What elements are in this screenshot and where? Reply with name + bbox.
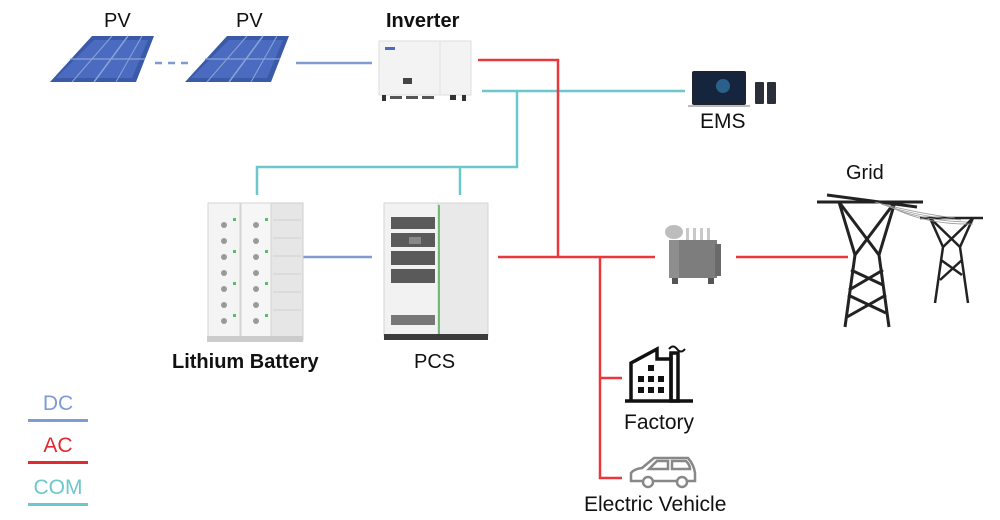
pv1-label: PV <box>104 10 131 32</box>
factory-label: Factory <box>624 411 695 434</box>
pv2-label: PV <box>236 10 263 32</box>
legend-ac-line <box>28 461 88 464</box>
ac-wire-loads <box>598 257 622 480</box>
car-icon <box>629 456 697 489</box>
ems-label: EMS <box>700 110 746 133</box>
pcs-label: PCS <box>414 351 456 373</box>
factory-icon <box>625 345 693 403</box>
inverter-label: Inverter <box>386 10 460 32</box>
legend-ac-label: AC <box>43 434 73 457</box>
solar-panel-icon <box>50 35 154 83</box>
battery-rack-icon <box>207 202 304 342</box>
legend-com-label: COM <box>33 476 83 499</box>
com-wire-inverter-bus <box>255 91 519 195</box>
legend-com-line <box>28 503 88 506</box>
transformer-icon <box>665 225 721 284</box>
laptop-phone-icon <box>688 71 776 107</box>
transmission-tower-icon <box>817 193 983 328</box>
legend-dc-line <box>28 419 88 422</box>
inverter-icon <box>378 40 472 101</box>
battery-label: Lithium Battery <box>172 351 319 373</box>
pcs-cabinet-icon <box>383 202 489 340</box>
solar-panel-icon <box>185 35 289 83</box>
legend-dc-label: DC <box>42 392 74 415</box>
ac-wire-inverter <box>478 58 560 257</box>
grid-label: Grid <box>846 162 884 184</box>
ev-label: Electric Vehicle <box>584 493 727 516</box>
